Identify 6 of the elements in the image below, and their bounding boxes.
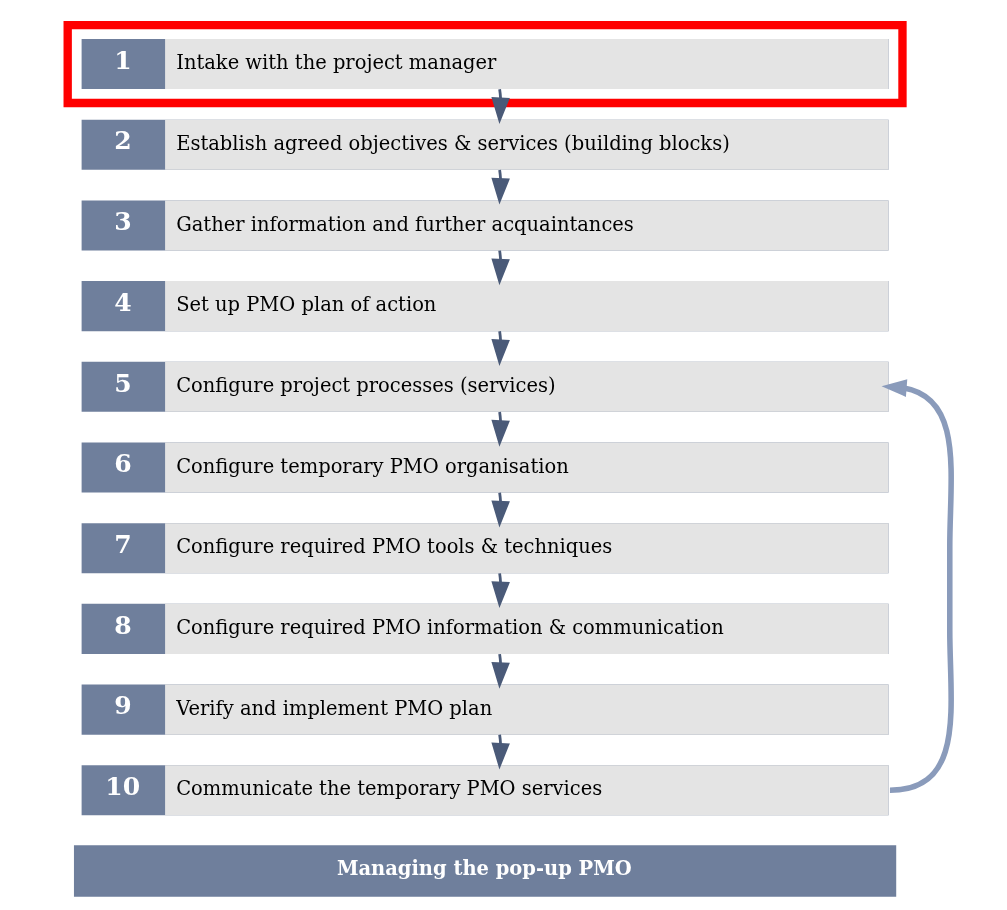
arrow	[490, 250, 510, 286]
arrow	[490, 331, 510, 366]
node-box: Managing the pop-up PMO	[73, 845, 896, 897]
arrow	[490, 573, 510, 609]
cluster	[63, 20, 907, 108]
arrow	[881, 379, 954, 794]
